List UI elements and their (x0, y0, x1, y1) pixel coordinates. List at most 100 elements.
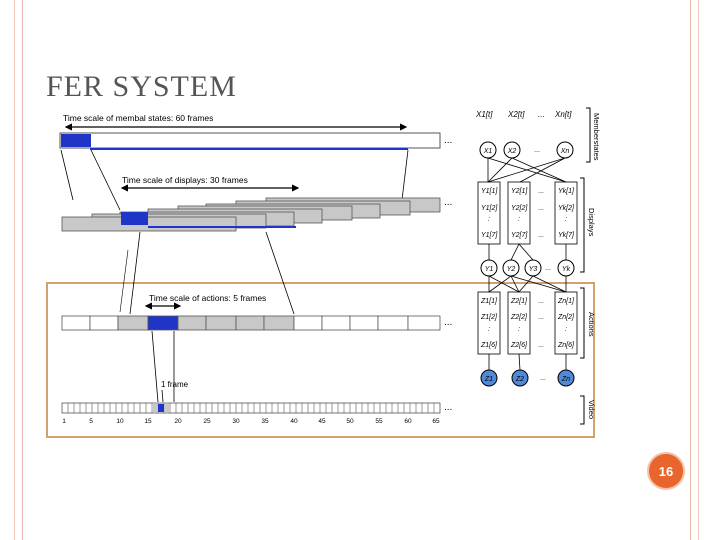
projection-line (90, 149, 121, 211)
y-var-label: Y1[7] (481, 232, 498, 239)
axis-tick-label: 50 (346, 418, 354, 425)
axis-tick-label: 45 (318, 418, 326, 425)
video-ellipsis: ... (444, 402, 452, 413)
side-label-displays: Displays (587, 208, 596, 237)
side-label-video: Video (587, 400, 596, 419)
z-var-label: Zn[1] (557, 298, 575, 305)
z-to-znode-edges (488, 353, 567, 371)
x-variable-header: X1[t] X2[t] ... Xn[t] (475, 110, 572, 119)
y-var-label: Y2[2] (511, 205, 528, 212)
memberstates-bar (59, 132, 441, 149)
axis-tick-label: 1 (62, 418, 66, 425)
side-label-actions: Actions (587, 312, 596, 337)
z-var-label: Z1[2] (480, 314, 498, 321)
projection-line (60, 149, 74, 201)
slide-frame-left-inner (6, 0, 15, 540)
one-frame-label: 1 frame (161, 380, 189, 389)
memberstates-ellipsis: ... (444, 135, 452, 146)
z-var-label: Z2[1] (510, 298, 528, 305)
projection-line (129, 231, 141, 315)
actions-highlight-box (46, 282, 595, 438)
actions-ellipsis: ... (444, 317, 452, 328)
video-axis-ticks: 1 5 10 15 20 25 30 35 40 45 50 55 60 65 (62, 418, 440, 425)
y-var-ellipsis: ... (538, 188, 544, 195)
projection-line (401, 149, 409, 201)
axis-tick-label: 55 (375, 418, 383, 425)
x-header-label: X2[t] (507, 110, 525, 119)
z-node (557, 369, 575, 387)
memberstates-bar-blue-segment (61, 134, 91, 147)
y-var-label: Y2[7] (511, 232, 528, 239)
projection-line (119, 249, 129, 313)
axis-tick-label: 60 (404, 418, 412, 425)
video-frame-blue (158, 404, 164, 412)
y-var-label: Yk[7] (558, 232, 575, 239)
z-var-ellipsis: ... (538, 342, 544, 349)
y-nodes: Y1 Y2 Y3 ... Yk (480, 259, 575, 277)
axis-tick-label: 25 (203, 418, 211, 425)
y-node-label: Y1 (485, 266, 494, 273)
video-bracket (580, 395, 585, 425)
y-var-label: Yk[2] (558, 205, 575, 212)
axis-tick-label: 10 (116, 418, 124, 425)
axis-tick-label: 30 (232, 418, 240, 425)
y-var-label: : (518, 216, 520, 223)
displays-blue-segment (121, 212, 148, 225)
y-node-label: Yk (562, 266, 571, 273)
y-node-label: Y3 (529, 266, 538, 273)
y-var-label: Y1[1] (481, 188, 498, 195)
video-frame-gray (164, 404, 170, 412)
z-var-label: Zn[6] (557, 342, 575, 349)
x-header-ellipsis: ... (538, 110, 545, 119)
z-var-label: Z2[6] (510, 342, 528, 349)
z-node (480, 369, 498, 387)
z-var-ellipsis: ... (538, 314, 544, 321)
displays-scale-label: Time scale of displays: 30 frames (122, 175, 248, 185)
y-var-label: : (565, 216, 567, 223)
z-var-label: : (518, 326, 520, 333)
x-header-label: Xn[t] (554, 110, 572, 119)
slide-frame-right-inner (698, 0, 707, 540)
x-to-y-edges (487, 157, 567, 183)
memberstates-bracket (586, 107, 591, 163)
z-var-label: : (488, 326, 490, 333)
x-node-label: X2 (507, 148, 517, 155)
z-nodes: Z1 Z2 ... Zn (480, 369, 575, 387)
one-frame-pointer (161, 389, 164, 403)
axis-tick-label: 15 (144, 418, 152, 425)
y-var-label: : (488, 216, 490, 223)
x-nodes: X1 X2 ... Xn (479, 141, 574, 159)
x-node-label: X1 (483, 148, 493, 155)
actions-scale-label: Time scale of actions: 5 frames (149, 293, 266, 303)
axis-tick-label: 5 (89, 418, 93, 425)
z-node (511, 369, 529, 387)
memberstates-scale-label: Time scale of membal states: 60 frames (63, 113, 213, 123)
actions-bracket (580, 287, 585, 359)
axis-tick-label: 40 (290, 418, 298, 425)
y-var-label: Y2[1] (511, 188, 528, 195)
z-var-label: Z1[6] (480, 342, 498, 349)
x-node-label: Xn (560, 148, 570, 155)
axis-tick-label: 35 (261, 418, 269, 425)
x-header-label: X1[t] (475, 110, 493, 119)
video-frame-gray (152, 404, 158, 412)
displays-bracket (580, 177, 585, 273)
y-var-ellipsis: ... (538, 232, 544, 239)
y-node-label: Y2 (507, 266, 516, 273)
actions-bar (61, 315, 441, 331)
z-var-label: Z2[2] (510, 314, 528, 321)
y-var-label: Y1[2] (481, 205, 498, 212)
z-var-label: Zn[2] (557, 314, 575, 321)
y-var-ellipsis: ... (538, 205, 544, 212)
axis-tick-label: 20 (174, 418, 182, 425)
displays-stack (61, 197, 441, 232)
x-node-ellipsis: ... (534, 147, 540, 154)
slide-title: FER SYSTEM (46, 70, 237, 103)
displays-ellipsis: ... (444, 197, 452, 208)
z-var-ellipsis: ... (538, 298, 544, 305)
slide-frame-left (0, 0, 23, 540)
z-node-label: Z2 (515, 376, 524, 383)
axis-tick-label: 65 (432, 418, 440, 425)
side-label-memberstates: Memberstates (592, 113, 601, 161)
